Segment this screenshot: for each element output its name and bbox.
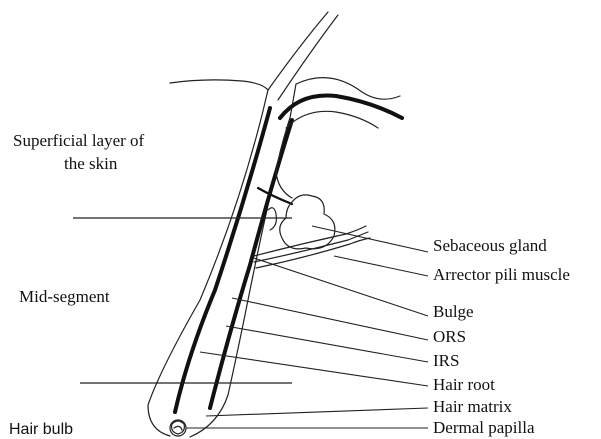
region-label-superficial-line1: Superficial layer of bbox=[13, 131, 145, 150]
leader-irs bbox=[226, 326, 428, 362]
label-irs: IRS bbox=[433, 351, 459, 370]
leader-arrector-pili bbox=[334, 256, 428, 276]
upper-sheath-curve-thin bbox=[286, 111, 378, 128]
bulge-lobe bbox=[268, 208, 276, 230]
skin-surface-left bbox=[170, 80, 268, 90]
label-ors: ORS bbox=[433, 327, 466, 346]
arrector-pili-muscle-b bbox=[254, 232, 368, 262]
leader-bulge bbox=[254, 258, 428, 316]
arrector-pili-muscle bbox=[254, 226, 366, 256]
region-label-superficial-line2: the skin bbox=[64, 154, 118, 173]
leader-sebaceous-gland bbox=[312, 226, 428, 252]
arrector-pili-muscle-c bbox=[256, 238, 370, 268]
leader-ors bbox=[232, 298, 428, 340]
label-arrector-pili-muscle: Arrector pili muscle bbox=[433, 265, 570, 284]
region-label-hair-bulb: Hair bulb bbox=[9, 421, 73, 438]
sebaceous-duct bbox=[258, 188, 292, 204]
leader-hair-matrix bbox=[206, 408, 428, 416]
region-label-mid-segment: Mid-segment bbox=[19, 287, 110, 306]
dermal-papilla-shape bbox=[170, 420, 186, 436]
hair-shaft-edge bbox=[278, 15, 338, 100]
label-bulge: Bulge bbox=[433, 302, 474, 321]
label-dermal-papilla: Dermal papilla bbox=[433, 418, 535, 437]
label-hair-matrix: Hair matrix bbox=[433, 397, 512, 416]
follicle-outline-right bbox=[190, 84, 296, 437]
label-hair-root: Hair root bbox=[433, 375, 495, 394]
label-sebaceous-gland: Sebaceous gland bbox=[433, 236, 547, 255]
